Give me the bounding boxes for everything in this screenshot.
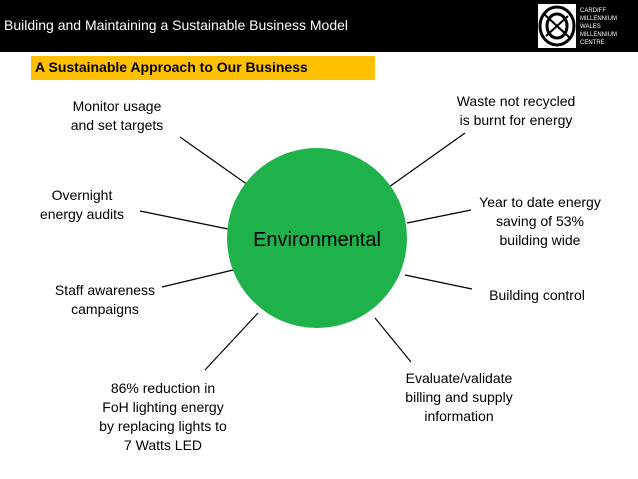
- label-building-control: Building control: [474, 286, 600, 305]
- header-title: Building and Maintaining a Sustainable B…: [4, 17, 348, 33]
- label-line: Monitor usage: [72, 98, 162, 114]
- section-banner: A Sustainable Approach to Our Business: [31, 56, 375, 80]
- logo: CARDIFF MILLENNIUM WALES MILLENNIUM CENT…: [538, 4, 634, 48]
- center-label: Environmental: [253, 229, 381, 251]
- connector-line: [139, 210, 229, 230]
- label-monitor-usage: Monitor usage and set targets: [56, 97, 178, 135]
- label-evaluate-billing: Evaluate/validate billing and supply inf…: [384, 369, 534, 426]
- label-line: is burnt for energy: [459, 112, 573, 128]
- label-line: billing and supply: [405, 389, 513, 405]
- label-line: saving of 53%: [496, 213, 584, 229]
- connector-line: [374, 317, 412, 363]
- connector-line: [404, 274, 473, 290]
- connector-line: [204, 312, 259, 371]
- label-line: information: [424, 408, 494, 424]
- label-staff-awareness: Staff awareness campaigns: [40, 281, 170, 319]
- label-line: Building control: [489, 287, 585, 303]
- connector-line: [406, 209, 472, 224]
- label-line: building wide: [499, 232, 581, 248]
- environmental-circle: [227, 148, 407, 328]
- logo-line: WALES: [580, 24, 601, 30]
- label-line: Evaluate/validate: [405, 370, 513, 386]
- label-energy-saving: Year to date energy saving of 53% buildi…: [462, 193, 618, 250]
- label-line: by replacing lights to: [99, 418, 227, 434]
- logo-line: CARDIFF: [580, 8, 606, 14]
- banner-text: A Sustainable Approach to Our Business: [35, 59, 308, 75]
- connector-line: [161, 269, 234, 288]
- label-line: Year to date energy: [479, 194, 601, 210]
- label-foh-lighting: 86% reduction in FoH lighting energy by …: [78, 379, 248, 455]
- label-line: Waste not recycled: [456, 93, 576, 109]
- logo-line: CENTRE: [580, 40, 605, 46]
- label-line: Staff awareness: [54, 282, 156, 298]
- label-line: FoH lighting energy: [102, 399, 224, 415]
- label-line: campaigns: [71, 301, 139, 317]
- label-line: and set targets: [70, 117, 164, 133]
- logo-line: MILLENNIUM: [580, 16, 617, 22]
- connector-line: [179, 136, 249, 186]
- logo-line: MILLENNIUM: [580, 32, 617, 38]
- label-waste-recycled: Waste not recycled is burnt for energy: [440, 92, 592, 130]
- header-bar: Building and Maintaining a Sustainable B…: [0, 0, 638, 52]
- connector-line: [388, 132, 466, 188]
- label-line: 7 Watts LED: [123, 437, 203, 453]
- label-line: 86% reduction in: [110, 380, 216, 396]
- label-overnight-audits: Overnight energy audits: [26, 186, 138, 224]
- label-line: Overnight: [51, 187, 113, 203]
- label-line: energy audits: [39, 206, 125, 222]
